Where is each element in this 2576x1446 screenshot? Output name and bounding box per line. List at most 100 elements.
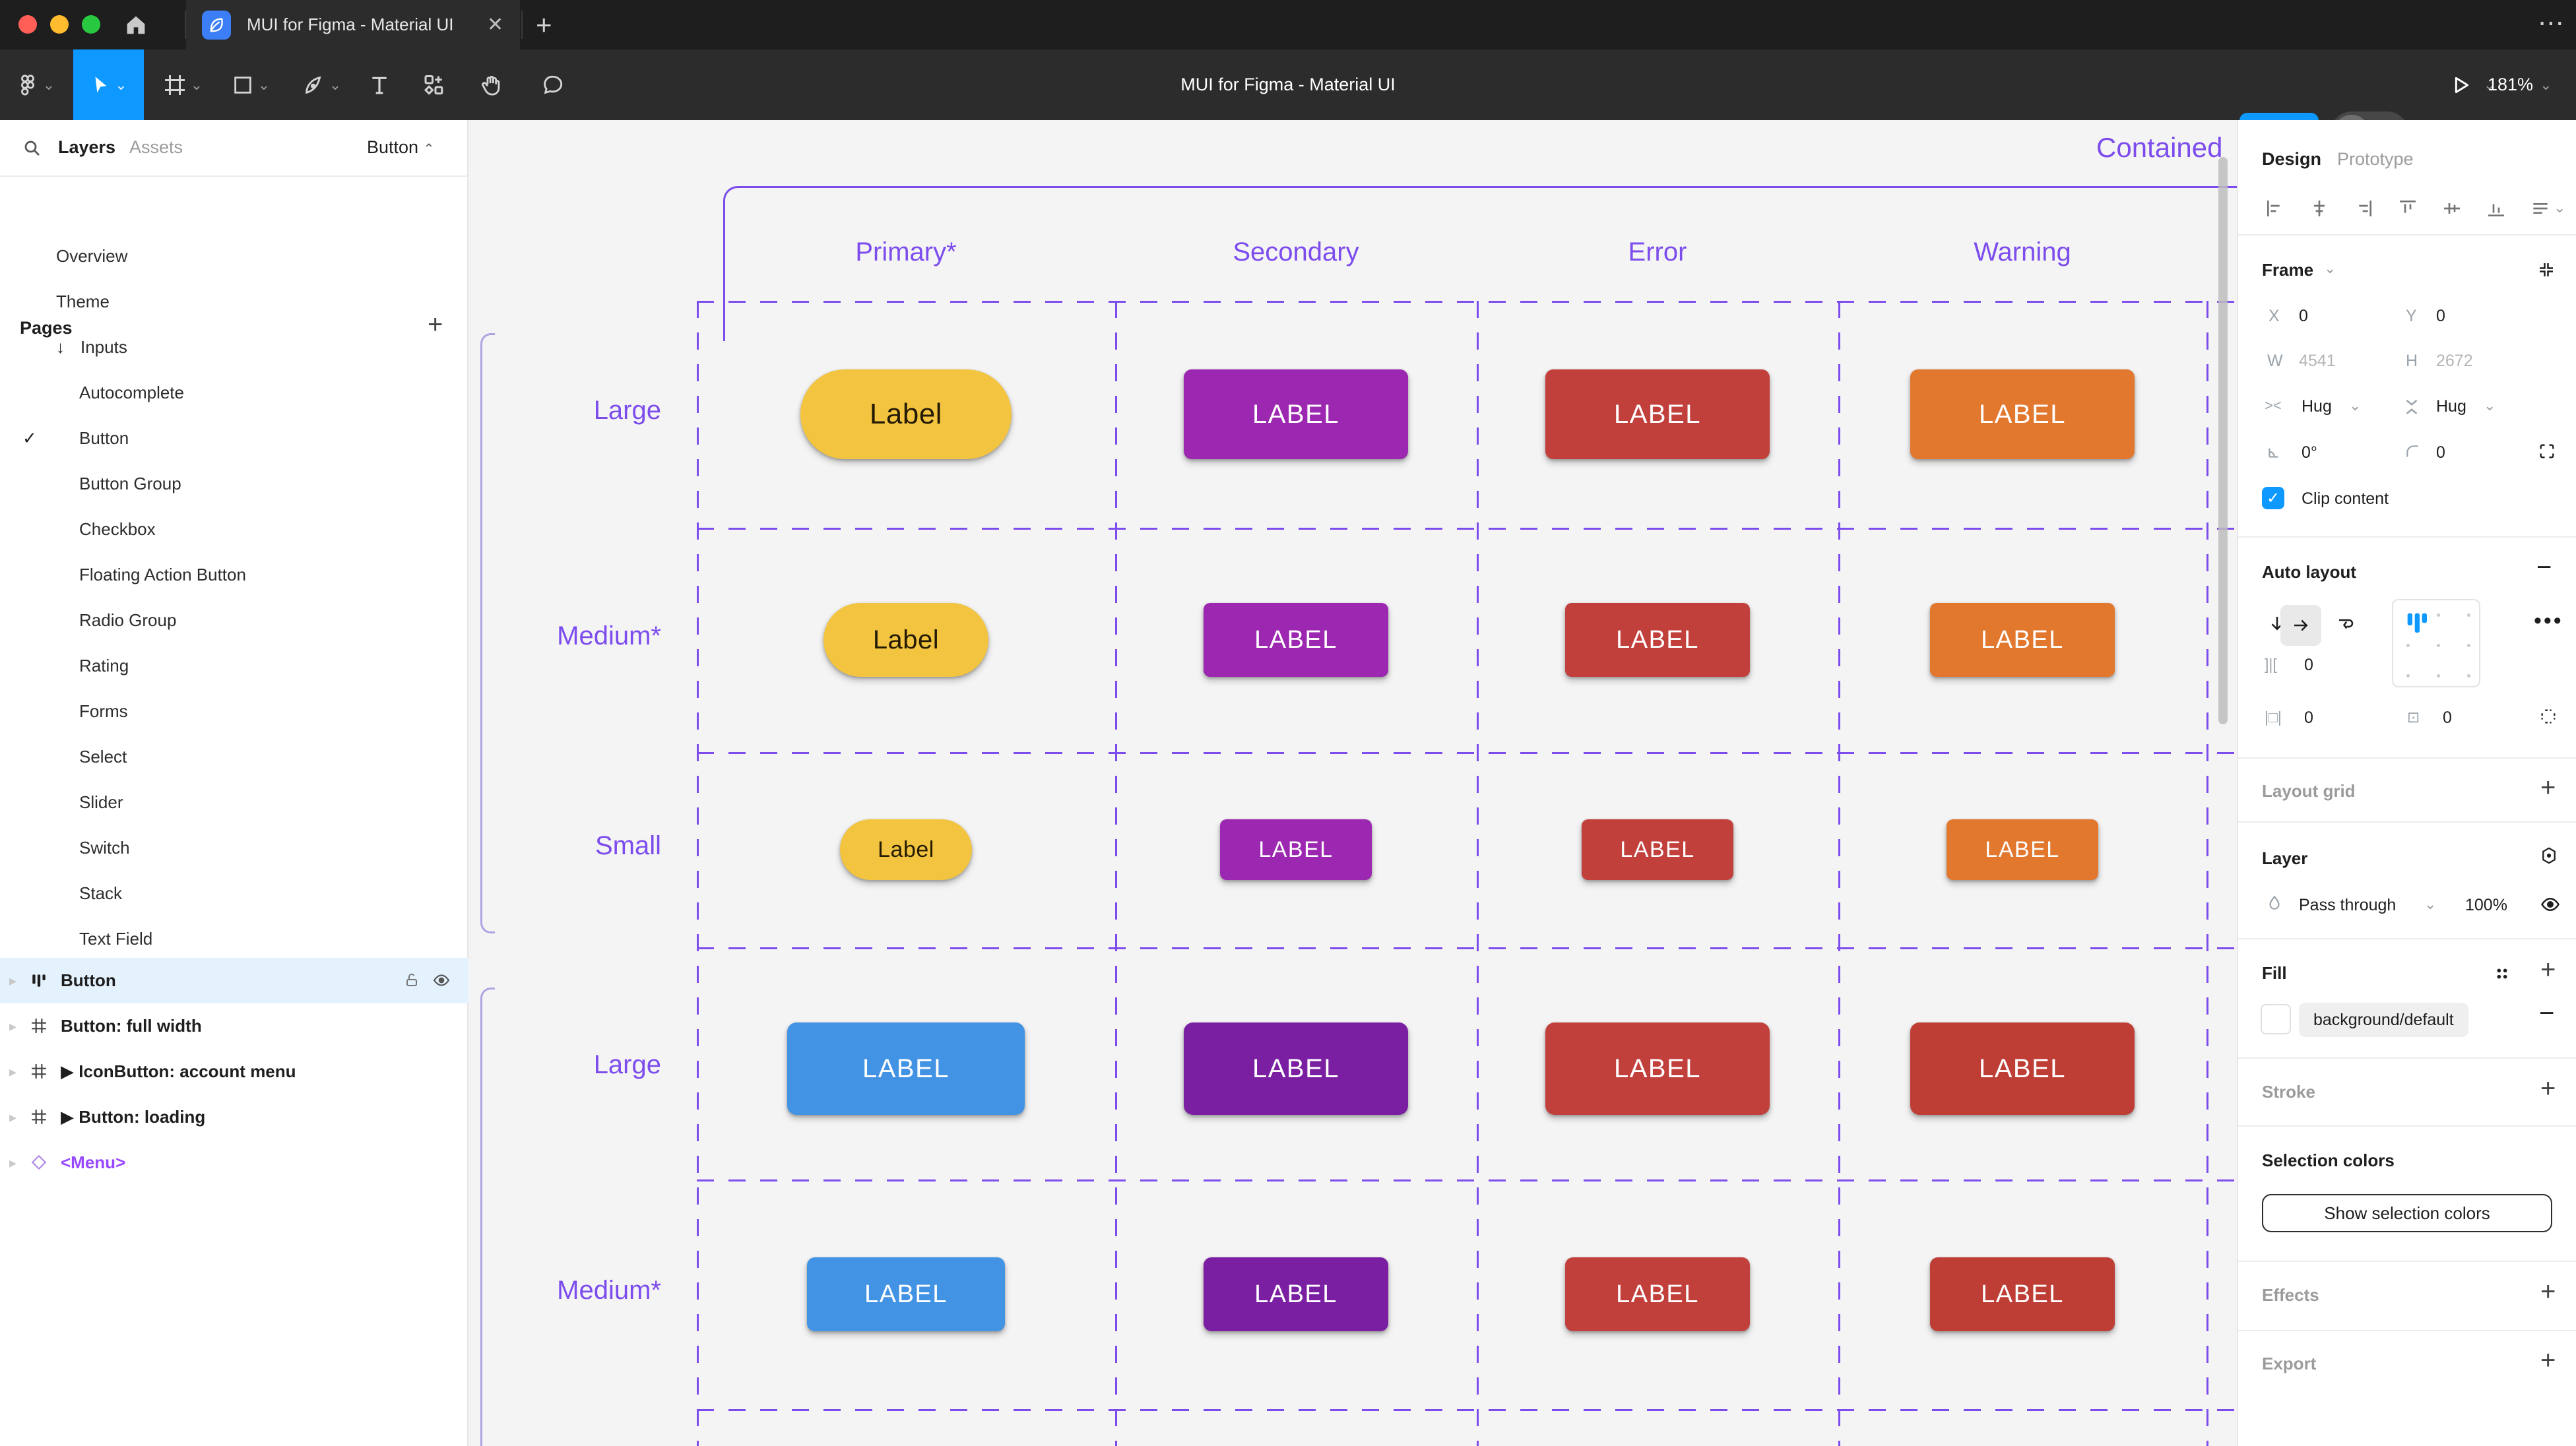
canvas-button[interactable]: LABEL <box>1565 1257 1750 1331</box>
search-icon[interactable] <box>22 139 42 158</box>
canvas-button[interactable]: LABEL <box>1582 819 1733 880</box>
blend-mode-icon[interactable] <box>2539 846 2559 865</box>
document-tab[interactable]: MUI for Figma - Material UI <box>186 0 520 49</box>
corner-radius-value[interactable]: 0 <box>2436 443 2445 462</box>
blend-mode-value[interactable]: Pass through <box>2299 896 2396 915</box>
fill-color-swatch[interactable] <box>2261 1004 2291 1034</box>
sidebar-item-page[interactable]: Forms <box>0 689 468 734</box>
padding-vertical-value[interactable]: 0 <box>2443 708 2452 728</box>
canvas-button[interactable]: LABEL <box>1545 1022 1770 1115</box>
canvas-button[interactable]: LABEL <box>1910 1022 2135 1115</box>
canvas-button[interactable]: LABEL <box>1204 1257 1388 1331</box>
layer-visibility-icon[interactable] <box>433 972 450 989</box>
remove-fill-button[interactable]: − <box>2539 999 2554 1028</box>
sidebar-item-page[interactable]: Rating <box>0 643 468 689</box>
sidebar-item-page[interactable]: ↓Inputs <box>0 325 468 370</box>
canvas-button[interactable]: LABEL <box>1204 603 1388 677</box>
independent-corners-icon[interactable] <box>2538 442 2556 460</box>
canvas-button[interactable]: Label <box>800 369 1012 459</box>
layer-row[interactable]: ▸▶ Button: loading <box>0 1094 468 1140</box>
clip-content-checkbox[interactable]: ✓ <box>2262 487 2284 509</box>
zoom-control[interactable]: 181% ⌄ <box>2488 49 2552 120</box>
layer-row[interactable]: ▸▶ IconButton: account menu <box>0 1049 468 1094</box>
align-vertical-center-icon[interactable] <box>2441 198 2463 219</box>
fill-token[interactable]: background/default <box>2299 1003 2468 1037</box>
tab-layers[interactable]: Layers <box>58 137 115 158</box>
blend-mode-chevron-icon[interactable]: ⌄ <box>2424 896 2436 913</box>
auto-layout-more-icon[interactable]: ••• <box>2534 608 2563 634</box>
show-selection-colors-button[interactable]: Show selection colors <box>2262 1194 2552 1232</box>
sidebar-item-page[interactable]: Select <box>0 734 468 780</box>
layer-row[interactable]: ▸<Menu> <box>0 1140 468 1185</box>
frame-section-chevron-icon[interactable]: ⌄ <box>2324 260 2336 277</box>
add-fill-button[interactable]: + <box>2540 955 2556 985</box>
sidebar-item-page[interactable]: Switch <box>0 825 468 871</box>
layer-opacity-value[interactable]: 100% <box>2465 896 2507 915</box>
sidebar-item-page[interactable]: Floating Action Button <box>0 552 468 598</box>
window-zoom-button[interactable] <box>82 15 100 34</box>
add-export-button[interactable]: + <box>2540 1346 2556 1375</box>
layout-wrap-icon[interactable] <box>2336 613 2356 633</box>
canvas-button[interactable]: LABEL <box>1565 603 1750 677</box>
remove-auto-layout-button[interactable]: − <box>2536 553 2552 582</box>
gap-value[interactable]: 0 <box>2304 656 2313 675</box>
add-stroke-button[interactable]: + <box>2540 1074 2556 1104</box>
canvas-button[interactable]: LABEL <box>807 1257 1005 1331</box>
tab-prototype[interactable]: Prototype <box>2337 149 2414 170</box>
hug-v-chevron-icon[interactable]: ⌄ <box>2484 397 2496 414</box>
frame-title-label[interactable]: Contained <box>2096 132 2222 164</box>
layer-expand-chevron-icon[interactable]: ▸ <box>9 1154 16 1172</box>
sidebar-item-page[interactable]: Radio Group <box>0 598 468 643</box>
sidebar-item-page[interactable]: Slider <box>0 780 468 825</box>
x-value[interactable]: 0 <box>2299 307 2308 326</box>
sidebar-item-page[interactable]: Overview <box>0 234 468 279</box>
sidebar-item-page[interactable]: Theme <box>0 279 468 325</box>
h-value[interactable]: 2672 <box>2436 352 2473 371</box>
canvas-scrollbar[interactable] <box>2218 157 2228 724</box>
padding-horizontal-value[interactable]: 0 <box>2304 708 2313 728</box>
layer-row[interactable]: ▸Button <box>0 958 468 1003</box>
canvas[interactable]: Contained Primary*SecondaryErrorWarning … <box>468 120 2237 1446</box>
hug-h-chevron-icon[interactable]: ⌄ <box>2349 397 2361 414</box>
sidebar-item-page[interactable]: Checkbox <box>0 507 468 552</box>
align-right-icon[interactable] <box>2353 198 2374 219</box>
window-minimize-button[interactable] <box>50 15 69 34</box>
new-tab-button[interactable]: + <box>536 9 552 41</box>
align-horizontal-center-icon[interactable] <box>2309 198 2330 219</box>
page-switcher[interactable]: Button ⌃ <box>367 137 434 158</box>
hug-horizontal-value[interactable]: Hug <box>2302 397 2332 416</box>
collapse-arrow-icon[interactable]: ↓ <box>56 337 65 358</box>
canvas-button[interactable]: LABEL <box>1930 1257 2115 1331</box>
align-top-icon[interactable] <box>2397 198 2418 219</box>
sidebar-item-page[interactable]: ✓Button <box>0 416 468 461</box>
add-layout-grid-button[interactable]: + <box>2540 773 2556 803</box>
collapse-panel-icon[interactable] <box>2536 260 2556 280</box>
layer-expand-chevron-icon[interactable]: ▸ <box>9 1109 16 1126</box>
tab-close-icon[interactable]: ✕ <box>487 13 503 36</box>
layer-lock-icon[interactable] <box>404 972 420 988</box>
layer-row[interactable]: ▸Button: full width <box>0 1003 468 1049</box>
tab-design[interactable]: Design <box>2262 149 2321 170</box>
w-value[interactable]: 4541 <box>2299 352 2336 371</box>
distribute-chevron-icon[interactable]: ⌄ <box>2554 199 2565 216</box>
canvas-button[interactable]: LABEL <box>1947 819 2098 880</box>
y-value[interactable]: 0 <box>2436 307 2445 326</box>
frame-section-title[interactable]: Frame <box>2262 260 2313 280</box>
canvas-button[interactable]: LABEL <box>1220 819 1372 880</box>
sidebar-item-page[interactable]: Autocomplete <box>0 370 468 416</box>
home-icon[interactable] <box>123 12 149 38</box>
layer-expand-chevron-icon[interactable]: ▸ <box>9 1018 16 1035</box>
distribute-more-icon[interactable] <box>2530 198 2551 219</box>
canvas-button[interactable]: Label <box>840 819 972 880</box>
present-button[interactable] <box>2437 49 2484 120</box>
sidebar-item-page[interactable]: Button Group <box>0 461 468 507</box>
canvas-button[interactable]: LABEL <box>1545 369 1770 459</box>
canvas-button[interactable]: LABEL <box>787 1022 1025 1115</box>
window-close-button[interactable] <box>18 15 37 34</box>
canvas-button[interactable]: LABEL <box>1930 603 2115 677</box>
titlebar-more-icon[interactable]: ⋯ <box>2538 8 2567 38</box>
align-left-icon[interactable] <box>2265 198 2286 219</box>
canvas-button[interactable]: Label <box>823 603 988 677</box>
fill-styles-icon[interactable] <box>2493 964 2511 983</box>
tab-assets[interactable]: Assets <box>129 137 183 158</box>
